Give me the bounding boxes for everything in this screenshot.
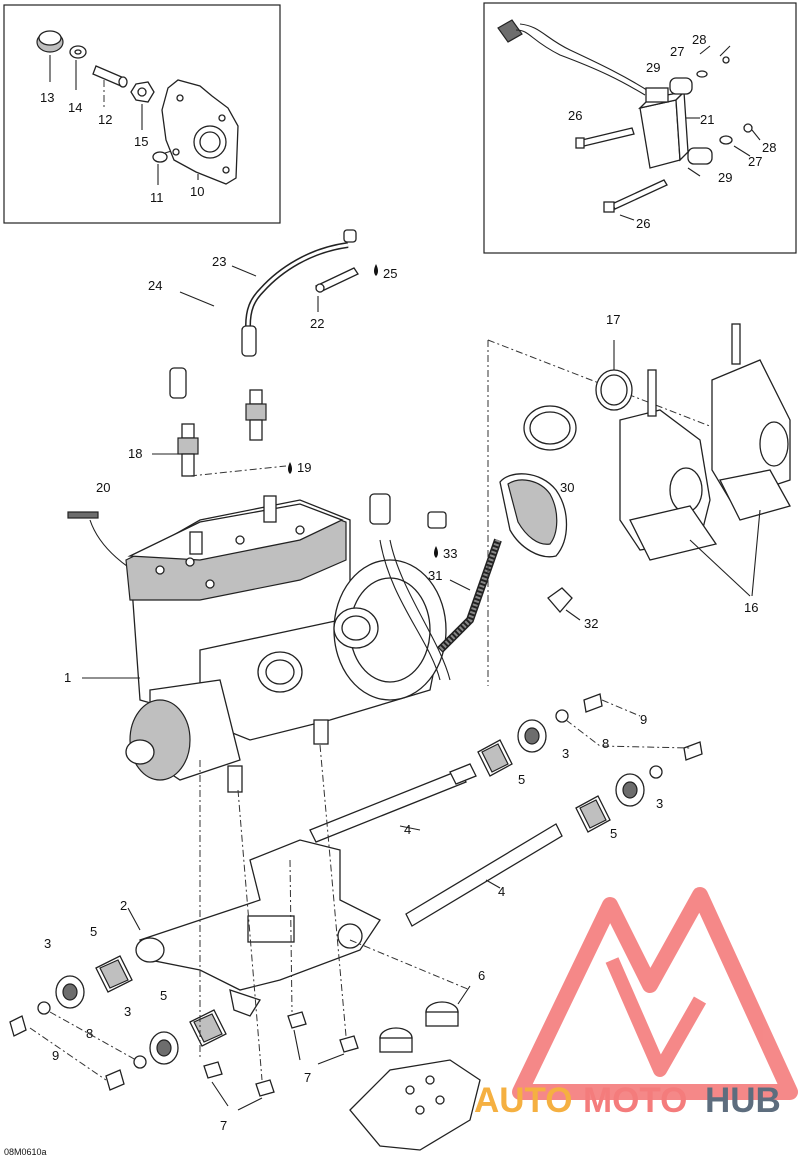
callout-4-lower: 4 bbox=[498, 884, 505, 899]
callout-10: 10 bbox=[190, 184, 204, 199]
callout-27-top: 27 bbox=[670, 44, 684, 59]
callout-6: 6 bbox=[478, 968, 485, 983]
callout-8-top: 8 bbox=[602, 736, 609, 751]
watermark-auto: AUTO bbox=[474, 1081, 573, 1120]
callout-9-top: 9 bbox=[640, 712, 647, 727]
callout-19: 19 bbox=[297, 460, 311, 475]
watermark-hub: HUB bbox=[705, 1081, 781, 1120]
watermark-text: AUTO MOTO HUB bbox=[474, 1081, 781, 1120]
mount-shafts bbox=[309, 693, 703, 927]
callout-29-top: 29 bbox=[646, 60, 660, 75]
callout-14: 14 bbox=[68, 100, 82, 115]
callout-17: 17 bbox=[606, 312, 620, 327]
callout-32: 32 bbox=[584, 616, 598, 631]
callout-3-front: 3 bbox=[44, 936, 51, 951]
inset-right-parts bbox=[497, 19, 761, 221]
callout-3-upper: 3 bbox=[562, 746, 569, 761]
callout-9-front: 9 bbox=[52, 1048, 59, 1063]
callout-5-front: 5 bbox=[90, 924, 97, 939]
callout-12: 12 bbox=[98, 112, 112, 127]
engine-block bbox=[82, 493, 451, 793]
engine-cradle bbox=[127, 839, 381, 1017]
callout-25: 25 bbox=[383, 266, 397, 281]
callout-20: 20 bbox=[96, 480, 110, 495]
callout-2: 2 bbox=[120, 898, 127, 913]
inset-box-left bbox=[3, 4, 281, 224]
callout-26-top: 26 bbox=[568, 108, 582, 123]
callout-5-upper: 5 bbox=[518, 772, 525, 787]
callout-15: 15 bbox=[134, 134, 148, 149]
drawing-code: 08M0610a bbox=[4, 1147, 47, 1157]
oil-pump-part bbox=[434, 473, 581, 653]
bumper-bracket bbox=[349, 939, 481, 1151]
callout-28-bottom: 28 bbox=[762, 140, 776, 155]
callout-18: 18 bbox=[128, 446, 142, 461]
callout-26-bottom: 26 bbox=[636, 216, 650, 231]
callout-27-bottom: 27 bbox=[748, 154, 762, 169]
callout-28-top: 28 bbox=[692, 32, 706, 47]
callout-3-lower: 3 bbox=[656, 796, 663, 811]
callout-33: 33 bbox=[443, 546, 457, 561]
callout-3-mid: 3 bbox=[124, 1004, 131, 1019]
spark-plugs bbox=[152, 389, 292, 477]
callout-13: 13 bbox=[40, 90, 54, 105]
inset-box-right bbox=[483, 2, 797, 254]
callout-30: 30 bbox=[560, 480, 574, 495]
callout-22: 22 bbox=[310, 316, 324, 331]
callout-8-front: 8 bbox=[86, 1026, 93, 1041]
front-mounts bbox=[9, 744, 359, 1111]
callout-24: 24 bbox=[148, 278, 162, 293]
inset-left-parts bbox=[36, 30, 239, 185]
callout-21: 21 bbox=[700, 112, 714, 127]
ignition-leads bbox=[169, 229, 378, 399]
callout-31: 31 bbox=[428, 568, 442, 583]
callout-4-upper: 4 bbox=[404, 822, 411, 837]
callout-16: 16 bbox=[744, 600, 758, 615]
callout-29-bottom: 29 bbox=[718, 170, 732, 185]
callout-7-right: 7 bbox=[304, 1070, 311, 1085]
callout-1: 1 bbox=[64, 670, 71, 685]
watermark-moto: MOTO bbox=[583, 1081, 687, 1120]
callout-11: 11 bbox=[150, 190, 164, 205]
callout-labels: 13 14 12 15 11 10 28 27 29 26 21 28 27 2… bbox=[4, 32, 776, 1157]
watermark-logo bbox=[512, 887, 798, 1100]
callout-5-lower: 5 bbox=[610, 826, 617, 841]
carburetors bbox=[487, 323, 791, 686]
callout-5-mid: 5 bbox=[160, 988, 167, 1003]
callout-7-left: 7 bbox=[220, 1118, 227, 1133]
callout-23: 23 bbox=[212, 254, 226, 269]
